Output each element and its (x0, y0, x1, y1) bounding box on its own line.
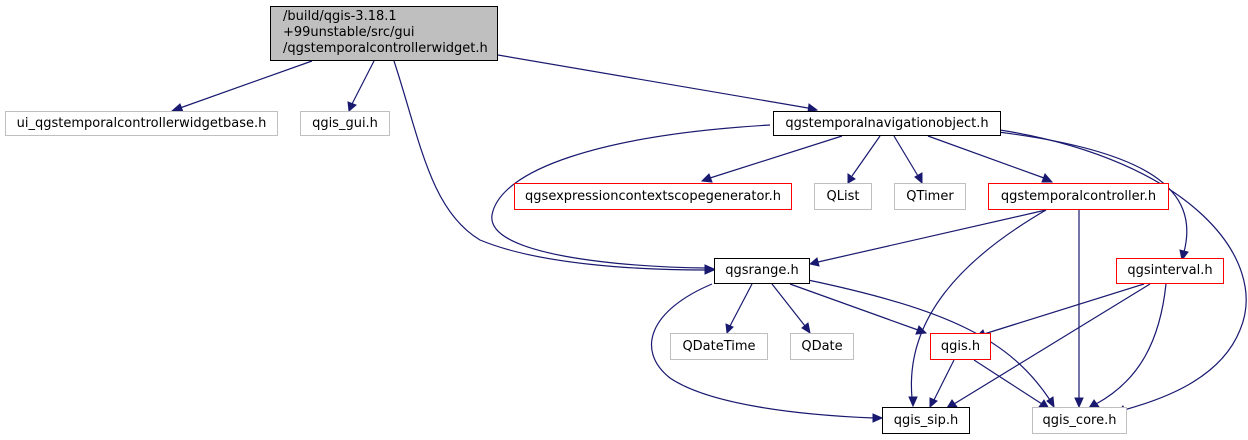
node-qdate[interactable]: QDate (790, 333, 854, 360)
arrowhead-icon (808, 257, 820, 267)
arrowhead-icon (725, 323, 734, 335)
node-qtimer[interactable]: QTimer (894, 183, 966, 210)
arrowhead-icon (1179, 249, 1189, 262)
edge-qgsrange-qgiscore (807, 279, 1051, 401)
node-navobj[interactable]: qgstemporalnavigationobject.h (773, 111, 1001, 136)
arrowhead-icon (704, 264, 716, 274)
node-qlist[interactable]: QList (814, 183, 872, 210)
edge-qgis-qgissip (933, 359, 955, 401)
root-path-line-3: /qgstemporalcontrollerwidget.h (283, 41, 488, 56)
node-qgis-core[interactable]: qgis_core.h (1032, 407, 1127, 434)
edge-navobj-qtimer (893, 135, 919, 177)
edge-navobj-qgiscore (999, 129, 1247, 411)
arrowhead-icon (700, 173, 713, 183)
edge-root-qgsrange (393, 60, 707, 271)
root-file-node[interactable]: /build/qgis-3.18.1 +99unstable/src/gui /… (270, 6, 498, 61)
edge-qgsrange-qgis (789, 283, 919, 331)
edge-qgis-qgiscore (973, 359, 1043, 405)
edge-navobj-qgsrange (491, 124, 771, 269)
arrowhead-icon (1046, 396, 1055, 409)
node-exprgen[interactable]: qgsexpressioncontextscopegenerator.h (514, 183, 792, 210)
edge-qgsrange-qdatetime (729, 283, 753, 327)
edge-qgsrange-qdate (771, 283, 806, 327)
arrowhead-icon (872, 413, 884, 423)
edge-navobj-tcontroller (927, 135, 1045, 179)
arrowhead-icon (929, 397, 938, 409)
arrowhead-icon (914, 172, 923, 185)
arrowhead-icon (915, 325, 928, 335)
edge-qgsinterval-qgiscore (1095, 283, 1167, 405)
node-tcontroller[interactable]: qgstemporalcontroller.h (988, 183, 1169, 210)
edge-tcontroller-qgissip (910, 209, 1047, 399)
edge-root-qgis-gui (351, 60, 375, 105)
edge-tcontroller-qgsrange (817, 209, 1047, 263)
node-qgis-sip[interactable]: qgis_sip.h (882, 407, 970, 434)
node-ui-base[interactable]: ui_qgstemporalcontrollerwidgetbase.h (5, 111, 278, 136)
node-qgis-gui[interactable]: qgis_gui.h (300, 111, 390, 136)
edge-navobj-exprgen (709, 135, 843, 179)
arrowhead-icon (801, 322, 811, 335)
edge-navobj-qlist (851, 135, 881, 177)
arrowhead-icon (847, 173, 856, 184)
arrowhead-icon (1041, 173, 1054, 183)
arrowhead-icon (908, 396, 918, 408)
arrowhead-icon (1074, 397, 1084, 409)
arrowhead-icon (347, 101, 357, 112)
edge-root-ui-base (179, 60, 313, 109)
root-path-line-1: /build/qgis-3.18.1 (283, 9, 397, 24)
root-path-line-2: +99unstable/src/gui (283, 25, 415, 40)
edge-root-navobj (497, 54, 809, 109)
node-qgis[interactable]: qgis.h (930, 333, 991, 360)
node-qdatetime[interactable]: QDateTime (670, 333, 768, 360)
edge-qgsrange-qgissip (651, 283, 875, 419)
node-qgsrange[interactable]: qgsrange.h (714, 258, 810, 284)
edge-qgsinterval-qgissip (953, 283, 1151, 405)
edge-qgsinterval-qgis (983, 283, 1145, 335)
node-qgsinterval[interactable]: qgsinterval.h (1116, 258, 1224, 284)
